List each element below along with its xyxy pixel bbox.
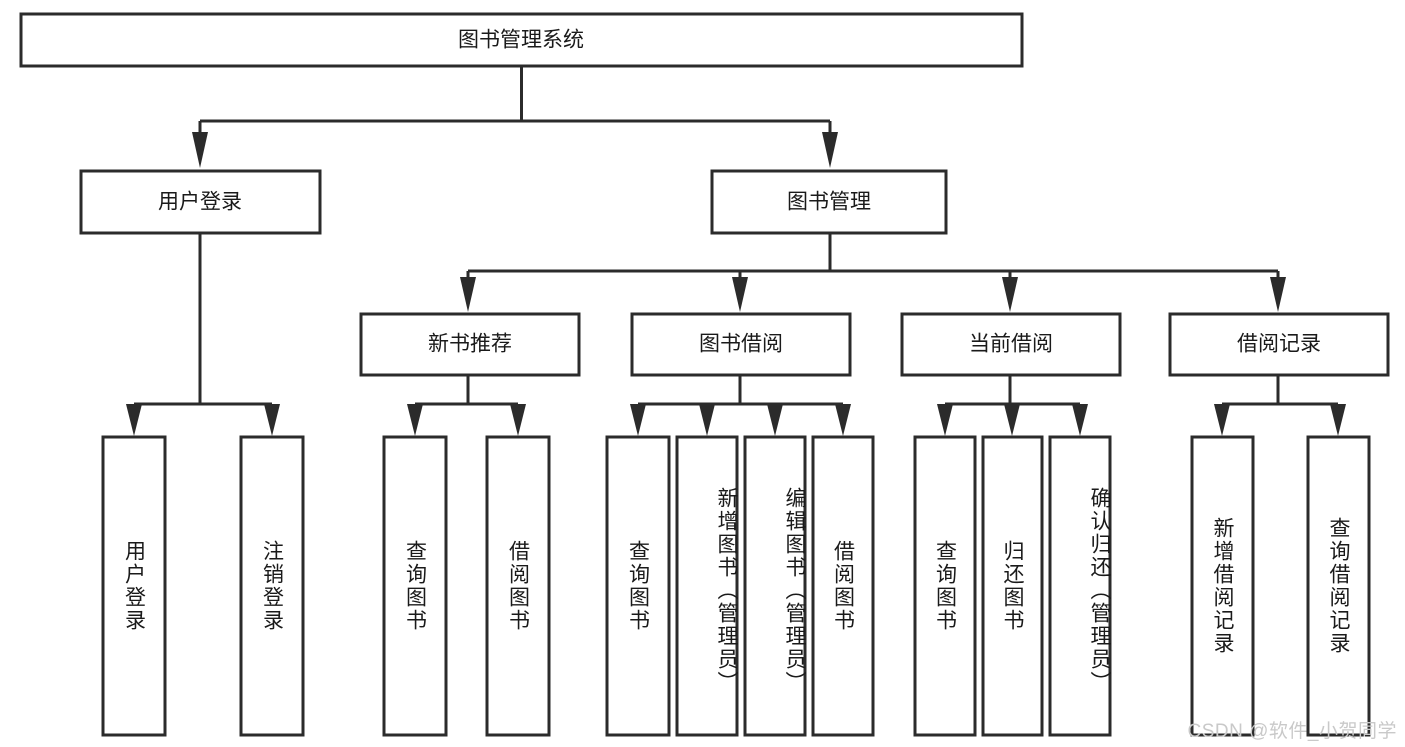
arrow-to-leaf-user-login — [126, 404, 142, 436]
node-book-manage-label: 图书管理 — [787, 191, 871, 214]
arrow-to-leaf-add-record — [1214, 404, 1230, 436]
node-leaf-borrow-book-2[interactable] — [811, 435, 875, 737]
node-leaf-add-book[interactable] — [675, 435, 739, 737]
node-root-book-management-system[interactable] — [19, 12, 1024, 68]
node-leaf-query-record[interactable] — [1306, 435, 1371, 737]
connector-group-book-manage-children — [460, 233, 1286, 312]
node-current-borrow[interactable] — [900, 312, 1122, 377]
node-root-label: 图书管理系统 — [458, 29, 584, 52]
arrow-to-book-manage — [822, 132, 838, 168]
arrow-to-leaf-edit-book — [767, 404, 783, 436]
arrow-to-book-borrow — [732, 277, 748, 312]
arrow-to-leaf-add-book — [699, 404, 715, 436]
arrow-to-leaf-query-book-3 — [937, 404, 953, 436]
node-current-borrow-label: 当前借阅 — [969, 333, 1053, 356]
node-leaf-borrow-book-1[interactable] — [485, 435, 551, 737]
node-leaf-add-record[interactable] — [1190, 435, 1255, 737]
arrow-to-leaf-query-book-1 — [407, 404, 423, 436]
connector-group-borrow-record-children — [1214, 375, 1346, 436]
connector-group-current-borrow-children — [937, 375, 1088, 436]
arrow-to-leaf-return-book — [1004, 404, 1020, 436]
node-leaf-edit-book[interactable] — [743, 435, 807, 737]
arrow-to-leaf-borrow-book-1 — [510, 404, 526, 436]
arrow-to-leaf-query-record — [1330, 404, 1346, 436]
node-book-manage[interactable] — [710, 169, 948, 235]
node-leaf-query-book-1[interactable] — [382, 435, 448, 737]
csdn-watermark: CSDN @软件_小贺同学 — [1187, 721, 1397, 742]
arrow-to-leaf-confirm-return — [1072, 404, 1088, 436]
arrow-to-new-book-recommend — [460, 277, 476, 312]
node-book-borrow[interactable] — [630, 312, 852, 377]
node-user-login-label: 用户登录 — [158, 191, 242, 214]
arrow-to-borrow-record — [1270, 277, 1286, 312]
node-borrow-record-label: 借阅记录 — [1237, 333, 1321, 356]
arrow-to-current-borrow — [1002, 277, 1018, 312]
connector-group-book-borrow-children — [630, 375, 851, 436]
node-leaf-return-book[interactable] — [981, 435, 1044, 737]
node-borrow-record[interactable] — [1168, 312, 1390, 377]
node-leaf-query-book-2[interactable] — [605, 435, 671, 737]
arrow-to-leaf-borrow-book-2 — [835, 404, 851, 436]
node-leaf-user-logout[interactable] — [239, 435, 305, 737]
node-leaf-query-book-3[interactable] — [913, 435, 977, 737]
node-user-login[interactable] — [79, 169, 322, 235]
node-leaf-confirm-return[interactable] — [1048, 435, 1112, 737]
node-new-book-recommend[interactable] — [359, 312, 581, 377]
node-leaf-user-login[interactable] — [101, 435, 167, 737]
arrow-to-leaf-user-logout — [264, 404, 280, 436]
arrow-to-leaf-query-book-2 — [630, 404, 646, 436]
connector-group-new-book-recommend-children — [407, 375, 526, 436]
connector-group-root-to-level2 — [192, 66, 838, 168]
arrow-to-user-login — [192, 132, 208, 168]
connector-group-user-login-children — [126, 233, 280, 436]
node-book-borrow-label: 图书借阅 — [699, 333, 783, 356]
node-new-book-recommend-label: 新书推荐 — [428, 333, 512, 356]
